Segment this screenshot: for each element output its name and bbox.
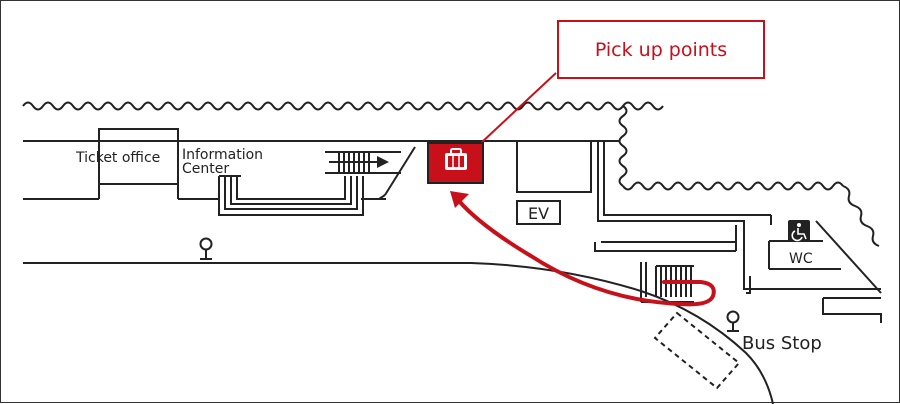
wc-bottom-step <box>822 297 882 323</box>
information-center-label-1: Information <box>182 147 263 163</box>
ticket-office-label: Ticket office <box>75 150 160 166</box>
diagonal-wall-2 <box>378 194 386 200</box>
corridor-wall <box>597 141 881 290</box>
pickup-points-label: Pick up points <box>594 38 728 61</box>
luggage-icon <box>445 148 467 170</box>
wavy-boundary-right-descent <box>842 185 880 247</box>
bus-parking-outline <box>653 311 741 390</box>
wc-slant <box>815 220 882 294</box>
ramp-outline <box>218 176 364 216</box>
information-center-label-2: Center <box>182 161 229 177</box>
restroom-label: WC <box>789 251 813 267</box>
stairs-arrow-head <box>377 156 389 168</box>
ramp-rail-2 <box>230 176 352 205</box>
wavy-boundary-right-upper <box>618 105 628 187</box>
ticket-office-box <box>98 128 179 185</box>
walking-route-arrowhead <box>450 191 469 208</box>
bus-stop-pin-icon <box>726 310 740 332</box>
elevator-label: EV <box>528 204 549 223</box>
ramp-rail-1 <box>224 176 358 210</box>
corridor-wall-inner <box>603 141 771 216</box>
wavy-boundary-top <box>22 101 664 111</box>
wavy-boundary-right-lower <box>622 181 844 191</box>
diagonal-wall <box>384 146 416 196</box>
ev-room-outline <box>516 141 592 193</box>
road-curb-line <box>23 262 774 404</box>
platform-step <box>594 242 736 252</box>
map-pin-icon <box>199 237 213 260</box>
wc-left-wall <box>746 276 751 294</box>
wheelchair-icon <box>788 220 810 242</box>
callout-leader-line <box>480 72 557 144</box>
pickup-points-callout: Pick up points <box>557 20 765 79</box>
bus-stop-label: Bus Stop <box>742 333 822 354</box>
ramp-rail-3 <box>236 176 346 200</box>
elevator-box <box>516 200 561 225</box>
walking-route <box>457 199 716 307</box>
